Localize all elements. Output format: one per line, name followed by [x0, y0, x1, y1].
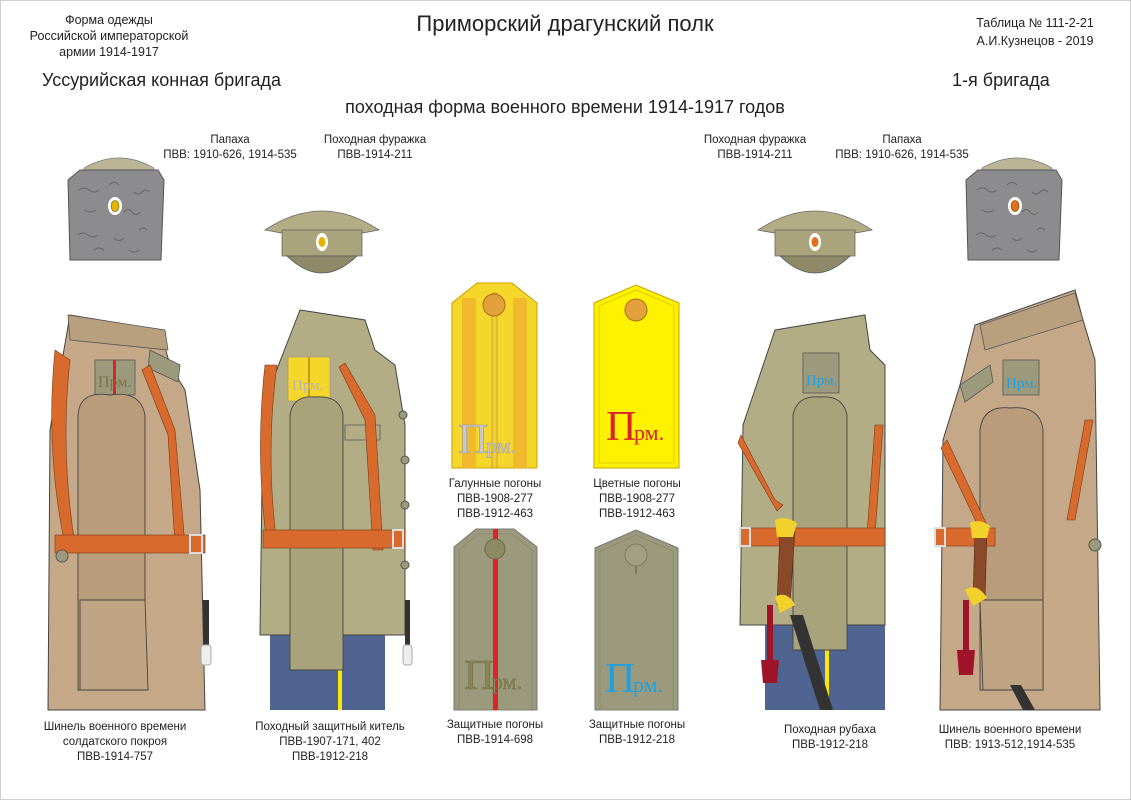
- cap-left-illustration: [263, 210, 381, 274]
- author-credit: А.И.Кузнецов - 2019: [976, 34, 1094, 48]
- page-title: Приморский драгунский полк: [416, 11, 714, 36]
- series-caption: Форма одежды Российской императорской ар…: [14, 12, 204, 60]
- svg-text:П: П: [464, 653, 494, 699]
- svg-text:рм.: рм.: [633, 672, 663, 697]
- greatcoat-left-illustration: Прм.: [47, 314, 212, 711]
- label-code: ПВВ-1914-211: [717, 149, 793, 161]
- series-caption-line: Форма одежды: [65, 13, 153, 27]
- svg-text:рм.: рм.: [492, 669, 522, 694]
- tunic-left-illustration: Прм.: [259, 309, 413, 710]
- label-code: ПВВ-1914-211: [337, 149, 413, 161]
- papakha-right-label: Папаха ПВВ: 1910-626, 1914-535: [822, 133, 982, 163]
- shirt-right-label: Походная рубаха ПВВ-1912-218: [760, 723, 900, 753]
- label-name: Шинель военного времени: [43, 721, 187, 733]
- label-name: Папаха: [882, 134, 922, 146]
- greatcoat-left-label: Шинель военного времени солдатского покр…: [30, 720, 200, 765]
- protective-1912-shoulder-board: П рм.: [594, 529, 679, 711]
- cap-right-label: Походная фуражка ПВВ-1914-211: [690, 133, 820, 163]
- label-name: Походная фуражка: [703, 134, 807, 146]
- svg-text:Прм.: Прм.: [292, 378, 323, 394]
- label-code: ПВВ-1908-277: [456, 493, 534, 505]
- label-code: ПВВ-1914-757: [76, 751, 154, 763]
- subtitle: походная форма военного времени 1914-191…: [345, 97, 785, 117]
- label-name: Походный защитный китель: [255, 721, 405, 733]
- label-code: ПВВ-1912-463: [456, 508, 534, 520]
- table-caption: Таблица № 111-2-21 А.И.Кузнецов - 2019: [960, 14, 1110, 50]
- label-code: ПВВ-1907-171, 402: [279, 736, 381, 748]
- shirt-right-illustration: Прм.: [737, 314, 886, 710]
- papakha-right-illustration: [965, 157, 1063, 261]
- series-caption-line: армии 1914-1917: [59, 45, 159, 59]
- label-name: Папаха: [210, 134, 250, 146]
- label-code: ПВВ: 1913-512,1914-535: [944, 739, 1076, 751]
- label-code: ПВВ-1908-277: [598, 493, 676, 505]
- brigade-number: 1-я бригада: [952, 70, 1050, 90]
- label-code: ПВВ-1912-218: [598, 734, 676, 746]
- table-number: Таблица № 111-2-21: [976, 16, 1094, 30]
- label-name: Защитные погоны: [446, 719, 544, 731]
- label-name: Походная фуражка: [323, 134, 427, 146]
- label-name: Цветные погоны: [593, 478, 681, 490]
- label-name: солдатского покроя: [62, 736, 168, 748]
- papakha-left-illustration: [67, 157, 165, 261]
- svg-text:П: П: [606, 404, 636, 450]
- svg-text:П: П: [458, 417, 488, 463]
- galloon-board-label: Галунные погоны ПВВ-1908-277 ПВВ-1912-46…: [430, 477, 560, 522]
- label-code: ПВВ-1912-463: [598, 508, 676, 520]
- svg-text:Прм.: Прм.: [1006, 376, 1037, 392]
- label-code: ПВВ-1912-218: [791, 739, 869, 751]
- brigade-name: Уссурийская конная бригада: [42, 70, 281, 90]
- svg-text:рм.: рм.: [634, 420, 664, 445]
- protective-1914-shoulder-board: П рм.: [453, 528, 538, 711]
- label-code: ПВВ-1912-218: [291, 751, 369, 763]
- papakha-left-label: Папаха ПВВ: 1910-626, 1914-535: [150, 133, 310, 163]
- label-code: ПВВ-1914-698: [456, 734, 534, 746]
- galloon-shoulder-board: П рм.: [451, 282, 538, 469]
- svg-text:рм.: рм.: [486, 433, 516, 458]
- cap-left-label: Походная фуражка ПВВ-1914-211: [310, 133, 440, 163]
- svg-text:П: П: [605, 656, 635, 702]
- svg-text:Прм.: Прм.: [98, 374, 131, 391]
- label-name: Галунные погоны: [448, 478, 542, 490]
- label-code: ПВВ: 1910-626, 1914-535: [163, 149, 297, 161]
- colored-board-label: Цветные погоны ПВВ-1908-277 ПВВ-1912-463: [572, 477, 702, 522]
- colored-shoulder-board: П рм.: [593, 284, 680, 469]
- protective-1914-board-label: Защитные погоны ПВВ-1914-698: [430, 718, 560, 748]
- label-name: Защитные погоны: [588, 719, 686, 731]
- tunic-left-label: Походный защитный китель ПВВ-1907-171, 4…: [240, 720, 420, 765]
- cap-right-illustration: [756, 210, 874, 274]
- protective-1912-board-label: Защитные погоны ПВВ-1912-218: [572, 718, 702, 748]
- svg-text:Прм.: Прм.: [806, 373, 837, 389]
- label-name: Шинель военного времени: [938, 724, 1082, 736]
- label-code: ПВВ: 1910-626, 1914-535: [835, 149, 969, 161]
- label-name: Походная рубаха: [783, 724, 877, 736]
- series-caption-line: Российской императорской: [29, 29, 189, 43]
- greatcoat-right-label: Шинель военного времени ПВВ: 1913-512,19…: [925, 723, 1095, 753]
- greatcoat-right-illustration: Прм.: [934, 289, 1102, 711]
